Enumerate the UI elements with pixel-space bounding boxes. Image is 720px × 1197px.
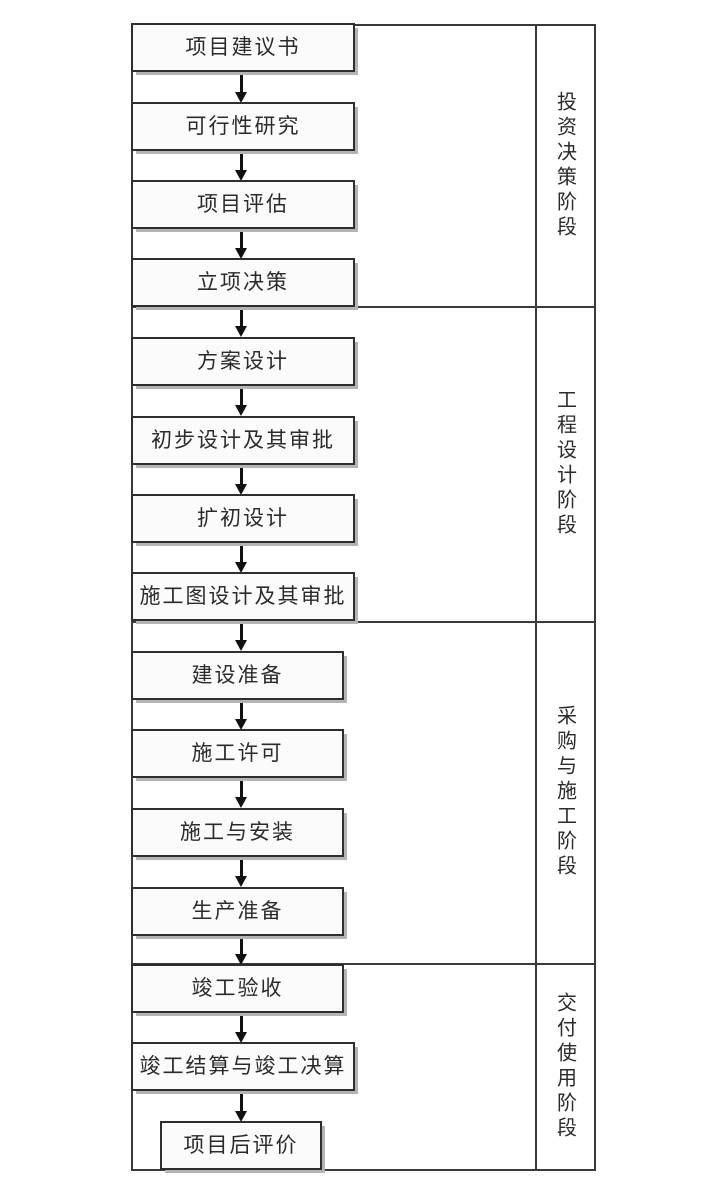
process-node-construction-and-installation[interactable]: 施工与安装 <box>131 808 344 857</box>
phase-cell-investment-decision: 投资决策阶段 <box>536 25 594 306</box>
node-label: 建设准备 <box>191 663 284 687</box>
process-node-scheme-design[interactable]: 方案设计 <box>131 337 355 386</box>
phase-label: 交付使用阶段 <box>553 991 578 1142</box>
frame-divider-3 <box>131 963 596 965</box>
frame-divider-1 <box>131 306 596 308</box>
phase-cell-delivery-use: 交付使用阶段 <box>536 964 594 1169</box>
node-label: 施工与安装 <box>180 820 295 844</box>
process-node-extended-preliminary-design[interactable]: 扩初设计 <box>131 494 355 543</box>
process-node-completion-acceptance[interactable]: 竣工验收 <box>131 964 344 1013</box>
process-node-post-project-evaluation[interactable]: 项目后评价 <box>160 1121 322 1170</box>
node-label: 项目评估 <box>197 192 289 216</box>
phase-label: 采购与施工阶段 <box>553 705 578 880</box>
node-label: 初步设计及其审批 <box>151 428 335 452</box>
process-node-project-proposal[interactable]: 项目建议书 <box>131 23 355 72</box>
node-label: 项目后评价 <box>183 1133 299 1157</box>
phase-label: 投资决策阶段 <box>553 90 578 241</box>
frame-top-border <box>131 24 596 26</box>
node-label: 方案设计 <box>197 349 289 373</box>
node-label: 生产准备 <box>191 899 284 923</box>
node-label: 竣工结算与竣工决算 <box>139 1054 347 1078</box>
phase-cell-engineering-design: 工程设计阶段 <box>536 307 594 621</box>
frame-divider-2 <box>131 621 596 623</box>
process-node-project-approval-decision[interactable]: 立项决策 <box>131 258 355 307</box>
node-label: 扩初设计 <box>197 506 289 530</box>
phase-cell-procurement-construction: 采购与施工阶段 <box>536 622 594 963</box>
node-label: 项目建议书 <box>185 35 301 59</box>
process-node-preliminary-design-approval[interactable]: 初步设计及其审批 <box>131 416 355 465</box>
node-label: 竣工验收 <box>191 976 284 1000</box>
node-label: 可行性研究 <box>185 114 301 138</box>
process-node-construction-permit[interactable]: 施工许可 <box>131 729 344 778</box>
frame-bottom-border <box>131 1169 596 1171</box>
frame-right-border <box>594 24 596 1171</box>
phase-label: 工程设计阶段 <box>553 389 578 539</box>
process-node-project-appraisal[interactable]: 项目评估 <box>131 180 355 229</box>
process-node-final-settlement-and-final-account[interactable]: 竣工结算与竣工决算 <box>131 1042 355 1091</box>
process-node-production-preparation[interactable]: 生产准备 <box>131 887 344 936</box>
process-node-construction-preparation[interactable]: 建设准备 <box>131 651 344 700</box>
process-node-construction-drawing-design-approval[interactable]: 施工图设计及其审批 <box>131 572 355 621</box>
node-label: 立项决策 <box>197 270 289 294</box>
node-label: 施工图设计及其审批 <box>139 584 347 608</box>
node-label: 施工许可 <box>191 741 284 765</box>
frame-column-divider <box>535 24 537 1171</box>
process-node-feasibility-study[interactable]: 可行性研究 <box>131 102 355 151</box>
